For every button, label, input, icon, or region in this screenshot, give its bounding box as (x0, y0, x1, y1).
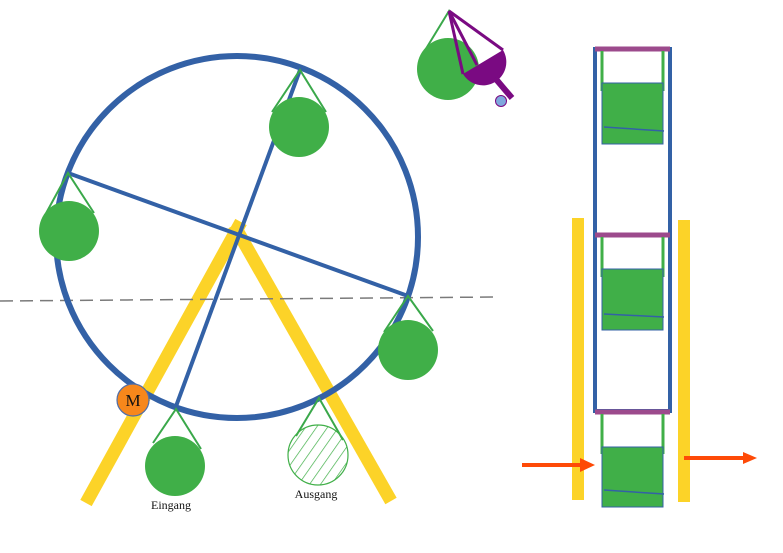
spoke-2 (67, 171, 409, 298)
gondola-entrance (145, 407, 205, 496)
side-post-right (678, 220, 690, 502)
gondola-top (269, 68, 329, 157)
gondola-left (39, 171, 99, 261)
tilted-gondola-cup (417, 8, 515, 107)
motor-icon (116, 383, 150, 417)
side-cabin-1 (595, 46, 670, 145)
motor-label: M (125, 391, 140, 410)
side-cabin-2 (595, 232, 670, 331)
a-frame-support (80, 218, 397, 507)
arrow-exit-icon (684, 452, 757, 464)
side-post-left (572, 218, 584, 500)
side-view (522, 46, 757, 508)
gondola-exit (287, 396, 349, 486)
motor: M (116, 383, 150, 417)
cup-icon (463, 50, 507, 86)
arrow-entry-icon (522, 458, 595, 472)
axis-dashed-line (0, 296, 499, 302)
side-cabin-3 (595, 409, 670, 508)
wheel-spokes (67, 69, 409, 410)
cup-ball-icon (495, 95, 507, 107)
support-leg-right (228, 221, 397, 505)
support-leg-left (80, 218, 247, 507)
gondola-right (378, 294, 438, 380)
gondola-small (417, 38, 479, 100)
entrance-label: Eingang (151, 498, 191, 512)
exit-label: Ausgang (295, 487, 338, 501)
